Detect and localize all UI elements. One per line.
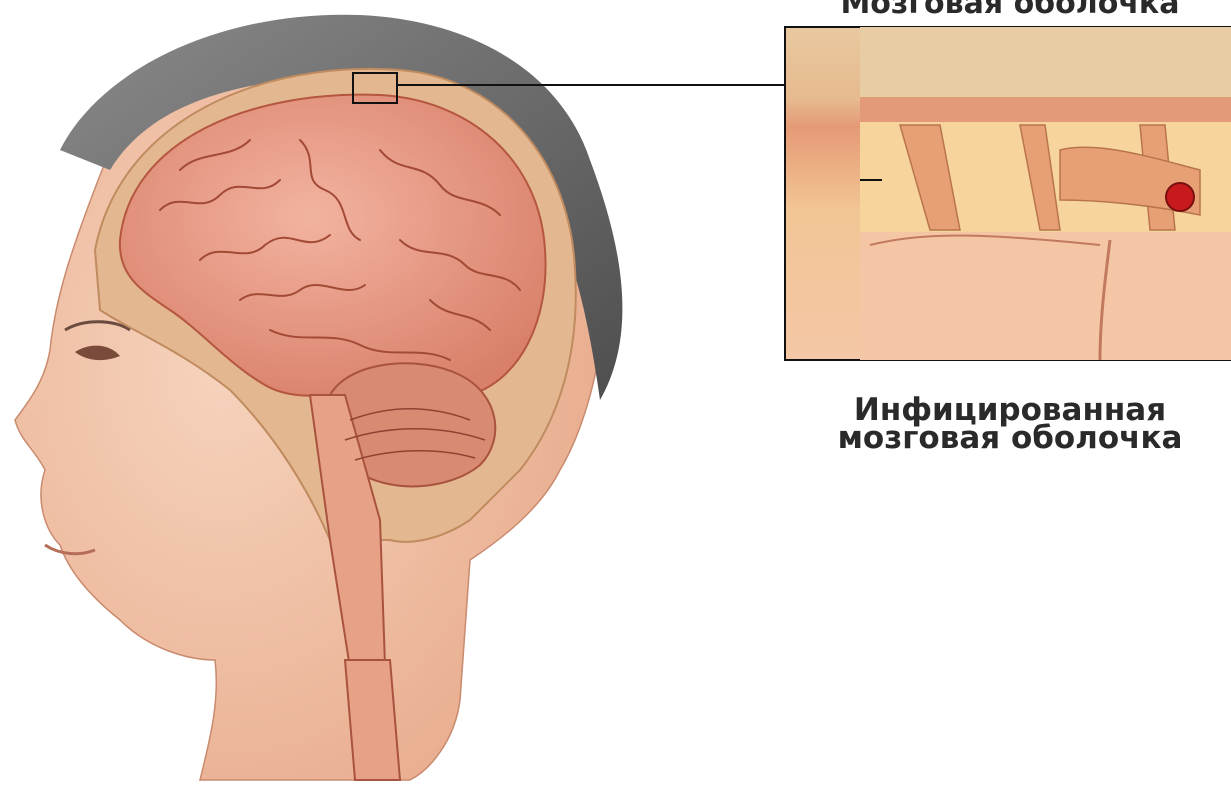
- brain-surface: [860, 232, 1231, 360]
- panel-normal-meninges: [785, 27, 1231, 360]
- label-normal-meninges: Мозговая оболочка: [790, 0, 1230, 21]
- blood-vessel: [1166, 183, 1194, 211]
- label-infected-meninges-line2: мозговая оболочка: [790, 420, 1230, 456]
- spinal-cord: [345, 660, 400, 780]
